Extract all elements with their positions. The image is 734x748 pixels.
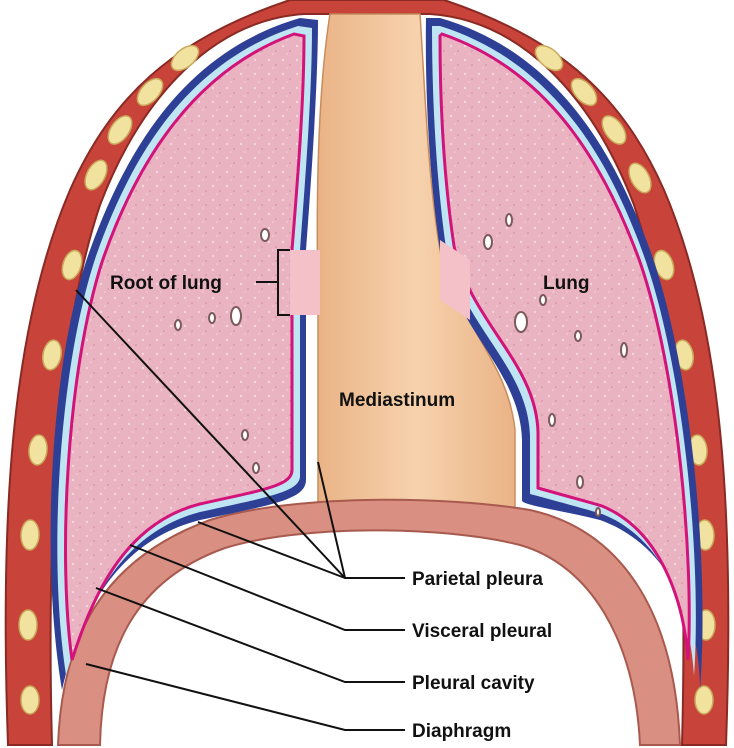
root-of-lung-label: Root of lung	[110, 273, 222, 294]
mediastinum-label: Mediastinum	[339, 390, 455, 411]
parietal-pleura-label: Parietal pleura	[412, 569, 543, 590]
pleural-cavity-label: Pleural cavity	[412, 673, 535, 694]
visceral-pleural-label: Visceral pleural	[412, 621, 552, 642]
diaphragm-label: Diaphragm	[412, 721, 511, 742]
lung-label: Lung	[543, 273, 589, 294]
left-lung-root	[290, 250, 320, 315]
